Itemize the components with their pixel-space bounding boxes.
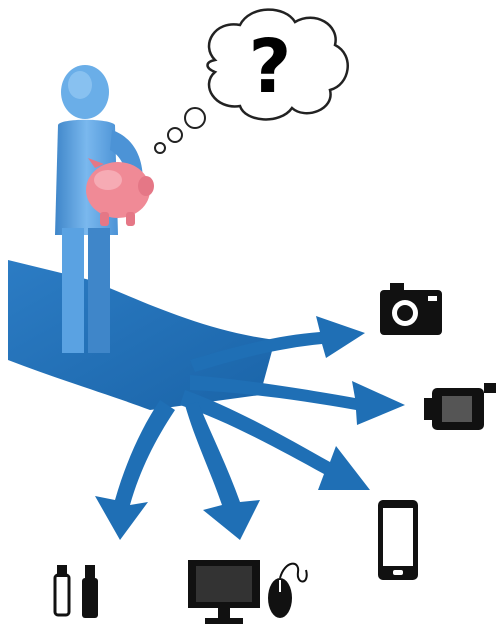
video-camera-icon xyxy=(424,383,496,430)
camera-icon xyxy=(380,283,442,335)
smartphone-icon xyxy=(378,500,418,580)
computer-mouse-icon xyxy=(268,564,307,618)
usb-drive-icon xyxy=(55,565,69,615)
person-right-leg xyxy=(88,228,110,353)
usb-drive-icon xyxy=(82,565,98,618)
thought-bubble-trail xyxy=(155,108,205,153)
person-left-leg xyxy=(62,228,84,353)
monitor-icon xyxy=(188,560,260,624)
question-mark: ? xyxy=(249,24,292,110)
thought-cloud: ? xyxy=(208,10,348,120)
